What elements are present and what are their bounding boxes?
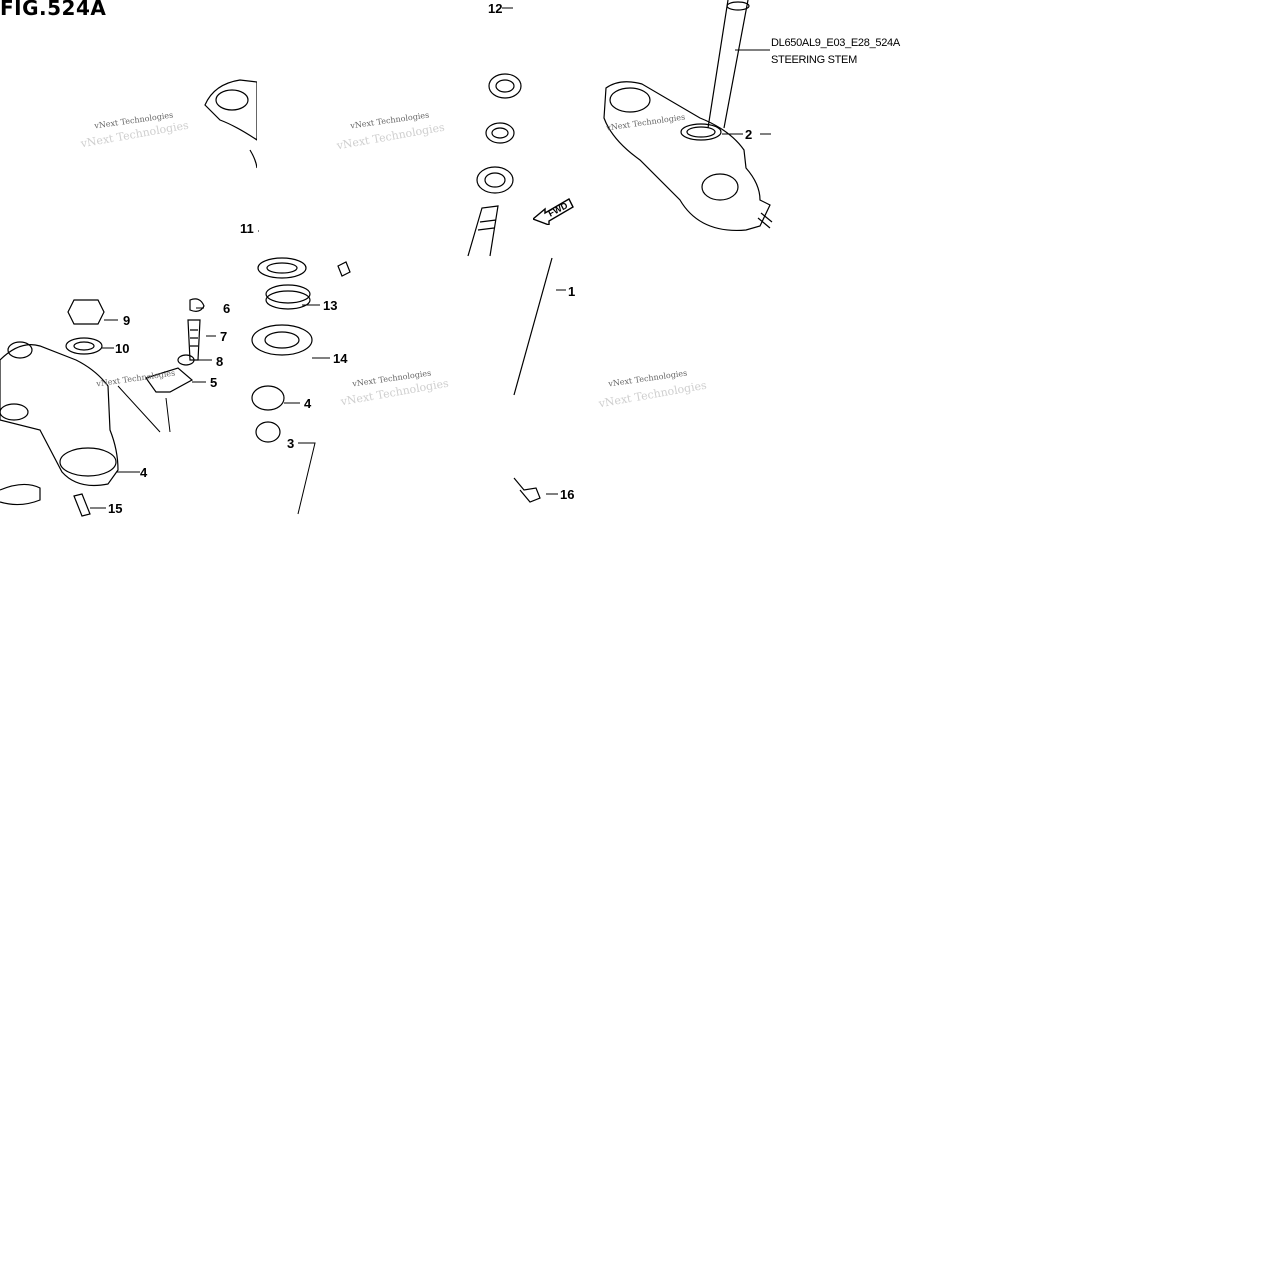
top-bracket-fragment <box>204 79 258 169</box>
figure-code: DL650AL9_E03_E28_524A <box>771 37 900 49</box>
forward-arrow-icon: FWD <box>533 198 574 225</box>
callout-3[interactable]: 3 <box>287 436 295 451</box>
figure-name: STEERING STEM <box>771 53 857 66</box>
washer-stack <box>251 257 351 443</box>
callout-13[interactable]: 13 <box>323 298 338 313</box>
callout-7[interactable]: 7 <box>220 329 228 344</box>
callout-15[interactable]: 15 <box>108 501 123 516</box>
callout-10[interactable]: 10 <box>115 341 130 356</box>
callout-2[interactable]: 2 <box>745 127 753 142</box>
callout-6[interactable]: 6 <box>223 301 231 316</box>
callout-9[interactable]: 9 <box>123 313 131 328</box>
leader-lines <box>90 7 771 515</box>
callout-4-bracket[interactable]: 4 <box>140 465 148 480</box>
callout-14[interactable]: 14 <box>333 351 348 366</box>
callout-11[interactable]: 11 <box>240 221 254 236</box>
callout-5[interactable]: 5 <box>210 375 218 390</box>
steering-stem-part <box>603 0 773 232</box>
stem-rod-fragment <box>513 257 553 503</box>
callout-16[interactable]: 16 <box>560 487 575 502</box>
bearing-stack-fragment <box>467 73 522 257</box>
figure-title: FIG.524A <box>0 0 107 20</box>
callout-8[interactable]: 8 <box>216 354 224 369</box>
callout-1[interactable]: 1 <box>568 284 576 299</box>
callout-4-lower[interactable]: 4 <box>304 396 312 411</box>
callout-12[interactable]: 12 <box>488 1 503 16</box>
upper-bracket-assembly <box>0 298 205 517</box>
